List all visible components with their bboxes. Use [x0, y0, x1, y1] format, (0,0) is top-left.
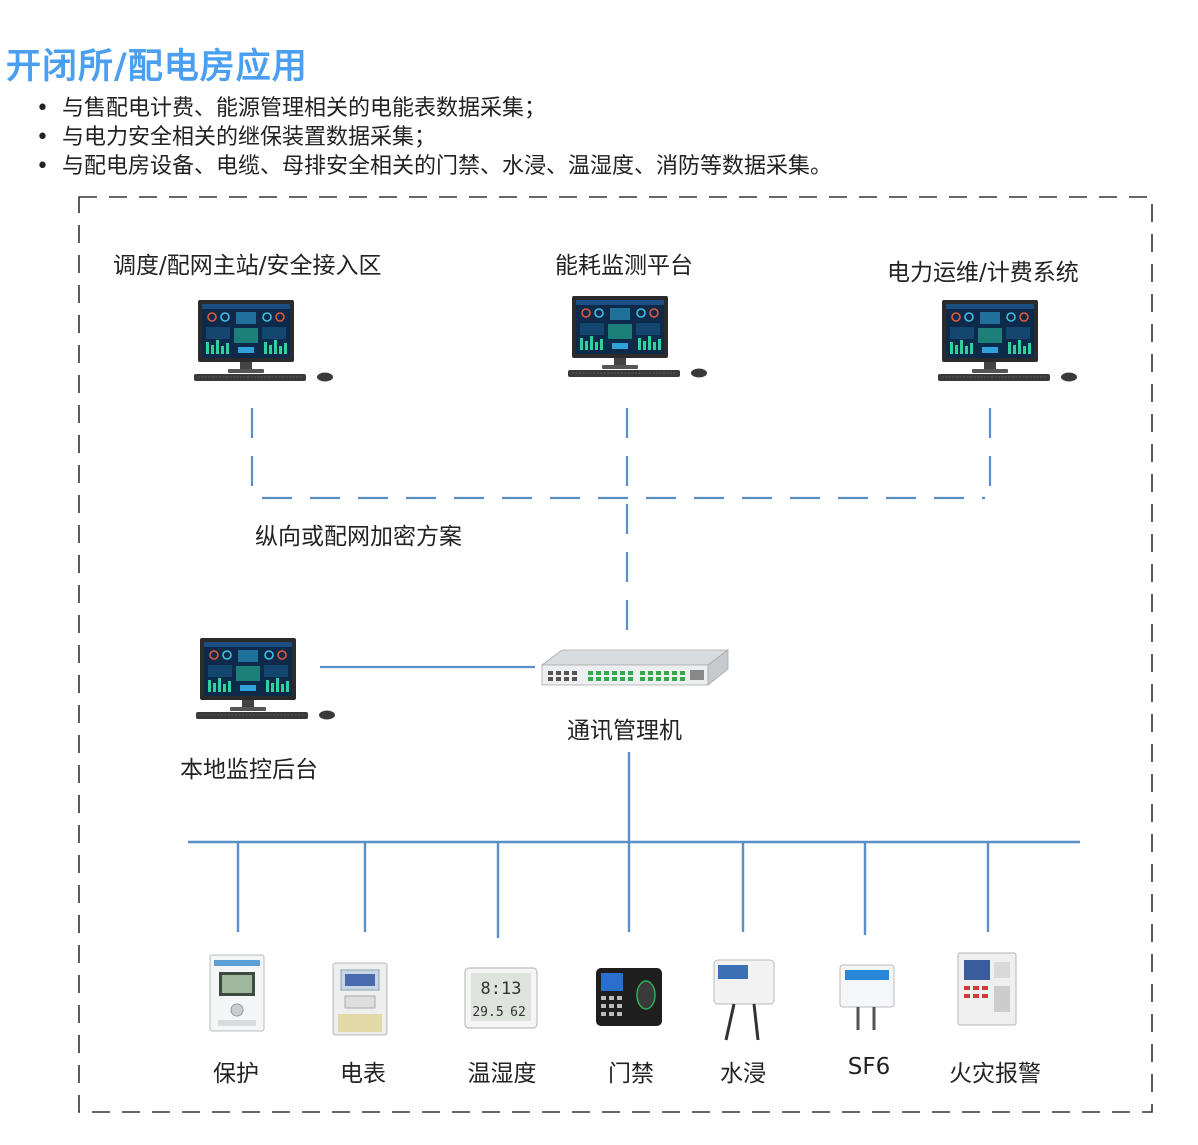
fire-alarm-panel-icon	[957, 952, 1017, 1026]
svg-text:29.5: 29.5	[472, 1005, 503, 1020]
thermo-hygrometer-icon: 8:13 29.5 62	[464, 967, 538, 1029]
station-label-energy-platform: 能耗监测平台	[555, 253, 693, 279]
page-title: 开闭所/配电房应用	[6, 47, 308, 87]
encryption-label: 纵向或配网加密方案	[255, 524, 462, 550]
svg-text:62: 62	[510, 1005, 526, 1020]
station-label-dispatch: 调度/配网主站/安全接入区	[113, 253, 382, 279]
electric-meter-icon	[332, 962, 388, 1036]
bullet-item: 与售配电计费、能源管理相关的电能表数据采集；	[36, 94, 832, 123]
device-label-temp-humidity: 温湿度	[467, 1061, 537, 1087]
desktop-computer-icon	[195, 637, 336, 721]
desktop-computer-icon	[937, 299, 1078, 383]
bullet-item: 与电力安全相关的继保装置数据采集；	[36, 123, 832, 152]
device-label-meter: 电表	[340, 1061, 386, 1087]
bullet-item: 与配电房设备、电缆、母排安全相关的门禁、水浸、温湿度、消防等数据采集。	[36, 152, 832, 181]
sf6-sensor-icon	[839, 964, 895, 1030]
encryption-network-links	[250, 408, 992, 630]
comm-manager-label: 通讯管理机	[567, 718, 682, 744]
desktop-computer-icon	[567, 295, 708, 379]
device-label-protection: 保护	[213, 1061, 259, 1087]
svg-text:8:13: 8:13	[481, 979, 522, 999]
protection-relay-icon	[209, 954, 265, 1032]
water-leak-sensor-icon	[713, 959, 775, 1041]
system-boundary	[78, 196, 1153, 1113]
local-monitor-label: 本地监控后台	[180, 757, 318, 783]
device-label-water-leak: 水浸	[720, 1061, 766, 1087]
field-bus	[188, 752, 1080, 938]
device-label-fire-alarm: 火灾报警	[949, 1061, 1041, 1087]
access-control-icon	[596, 968, 662, 1026]
station-label-om-billing: 电力运维/计费系统	[887, 260, 1079, 286]
rack-server-icon	[540, 649, 730, 686]
bullet-list: 与售配电计费、能源管理相关的电能表数据采集； 与电力安全相关的继保装置数据采集；…	[36, 94, 832, 181]
device-label-access-control: 门禁	[608, 1061, 654, 1087]
desktop-computer-icon	[193, 299, 334, 383]
device-label-sf6: SF6	[847, 1054, 891, 1080]
